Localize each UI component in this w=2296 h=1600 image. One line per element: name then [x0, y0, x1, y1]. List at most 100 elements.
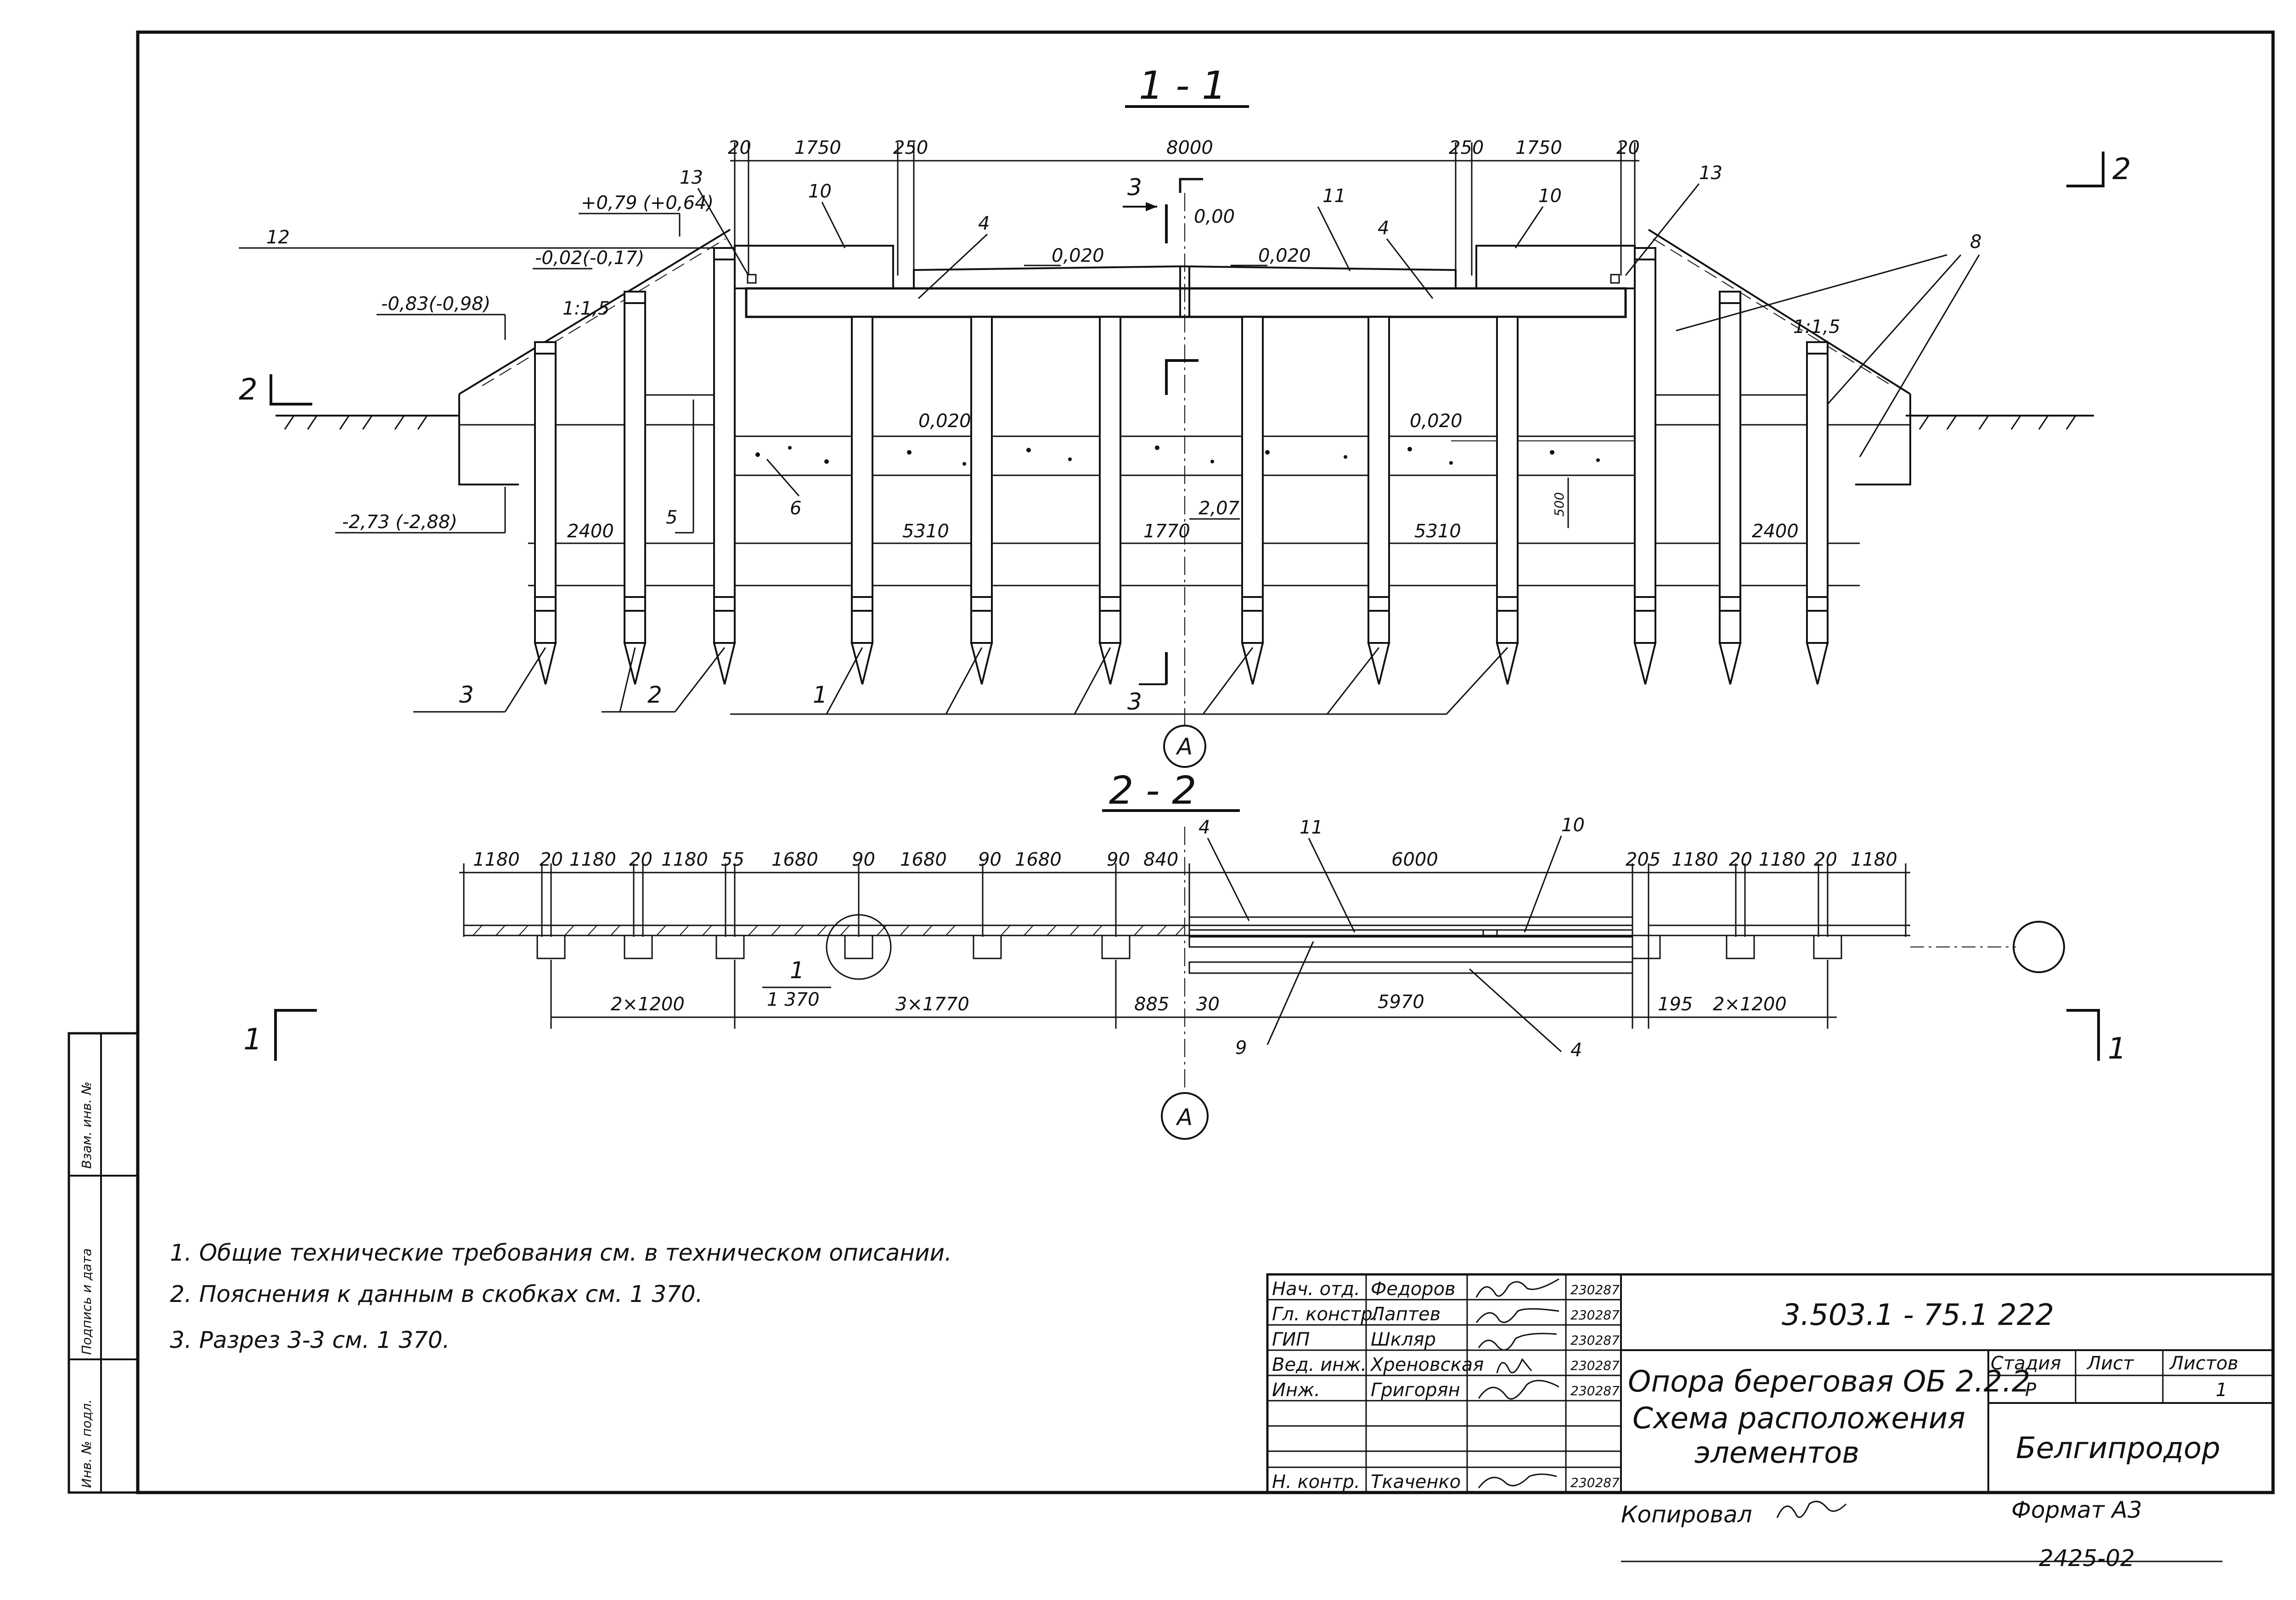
tb-date: 230287 [1570, 1333, 1620, 1348]
elev-273: -2,73 (-2,88) [342, 512, 457, 533]
elev-000: 0,00 [1194, 206, 1235, 227]
tb-sheets: 1 [2216, 1380, 2227, 1401]
callout2-4-bottom: 4 [1570, 1040, 1582, 1061]
callout-5: 5 [666, 507, 677, 528]
tb-doc-code: 3.503.1 - 75.1 222 [1782, 1298, 2054, 1332]
dim-text: 1750 [1515, 137, 1562, 158]
deck-slab [913, 265, 1457, 288]
side-strip: Инв. № подл. Подпись и дата Взам. инв. № [68, 1032, 139, 1494]
tb-role: Инж. [1272, 1380, 1320, 1401]
dim2-text: 90 [1107, 849, 1130, 870]
section-1-marker-left: 1 [243, 1023, 262, 1057]
slab-11 [1188, 929, 1498, 936]
slope-left [458, 229, 731, 395]
tb-date: 230287 [1570, 1383, 1620, 1398]
dim2-text: 1680 [1015, 849, 1062, 870]
tb-name: Федоров [1371, 1279, 1456, 1300]
side-label-inv: Инв. № подл. [79, 1399, 94, 1488]
dim2-text: 1680 [771, 849, 818, 870]
dim2-bottom: 3×1770 [895, 994, 969, 1015]
section-3-marker-top: 3 [1127, 174, 1142, 201]
section-3-marker-bottom: 3 [1127, 688, 1142, 715]
dim2-text: 20 [1814, 849, 1837, 870]
note-1: 1. Общие технические требования см. в те… [170, 1239, 952, 1266]
tb-role: ГИП [1272, 1329, 1310, 1350]
notes: 1. Общие технические требования см. в те… [170, 1239, 952, 1353]
tb-sheets-header: Листов [2169, 1353, 2238, 1374]
callout-13-right: 13 [1699, 163, 1722, 184]
dim2-text: 20 [1729, 849, 1752, 870]
callout-3: 3 [459, 682, 474, 708]
callout-4-left: 4 [978, 213, 990, 234]
callout-1: 1 [813, 682, 827, 708]
axis-a-marker-top [1163, 725, 1206, 768]
tb-date: 230287 [1570, 1282, 1620, 1297]
tb-role: Н. контр. [1272, 1471, 1360, 1493]
span-dim: 2400 [567, 521, 614, 542]
slope-right-label: 1:1,5 [1793, 316, 1840, 338]
axis-a-marker-bottom [1161, 1092, 1209, 1140]
elev-079: +0,79 (+0,64) [581, 192, 714, 214]
elev-083: -0,83(-0,98) [381, 293, 490, 315]
tb-role: Вед. инж. [1272, 1354, 1367, 1375]
callout-12: 12 [266, 227, 290, 248]
signatures [1475, 1278, 1559, 1488]
section-1-1: 1 - 1 20 1750 250 8000 250 1750 20 [239, 63, 2131, 768]
dim2-text: 1180 [1851, 849, 1897, 870]
slope-left-label: 1:1,5 [563, 298, 610, 319]
dim2-text: 1180 [661, 849, 708, 870]
dim2-bottom: 2×1200 [1713, 994, 1787, 1015]
dim2-text: 90 [852, 849, 875, 870]
note-3: 3. Разрез 3-3 см. 1 370. [170, 1327, 450, 1353]
callout-8: 8 [1970, 231, 1981, 253]
dim2-bottom: 195 [1658, 994, 1693, 1015]
tb-org: Белгипродор [2016, 1431, 2220, 1465]
wing-left [458, 394, 519, 485]
tb-title-1: Опора береговая ОБ 2.2.2 [1628, 1365, 2030, 1399]
callout2-11: 11 [1300, 817, 1323, 838]
callout2-4-top: 4 [1199, 817, 1210, 838]
callout-10-right: 10 [1538, 186, 1562, 207]
callout-6: 6 [790, 498, 801, 519]
slab-10 [1482, 929, 1633, 936]
tb-title-3: элементов [1694, 1436, 1859, 1470]
elev-207: 2,07 [1199, 498, 1240, 519]
dim2-bottom: 30 [1196, 994, 1220, 1015]
dim2-text: 1180 [1671, 849, 1718, 870]
elev-002: -0,02(-0,17) [535, 248, 644, 269]
tb-name: Григорян [1371, 1380, 1460, 1401]
dim2-text: 1680 [900, 849, 947, 870]
slope-right [1648, 229, 1911, 395]
side-label-replace: Взам. инв. № [79, 1082, 94, 1169]
span-dim: 1770 [1143, 521, 1190, 542]
slope-cushion-right: 0,020 [1410, 411, 1463, 432]
title-block: Нач. отд. Гл. констр. ГИП Вед. инж. Инж.… [1266, 1273, 2274, 1494]
tb-date: 230287 [1570, 1475, 1620, 1490]
dim-text: 20 [1616, 137, 1640, 158]
tb-sheet-header: Лист [2086, 1353, 2134, 1374]
tb-name: Ткаченко [1371, 1471, 1461, 1493]
tb-stage: Р [2025, 1380, 2037, 1401]
dim-text: 250 [1449, 137, 1484, 158]
note-2: 2. Пояснения к данным в скобках см. 1 37… [170, 1281, 703, 1307]
dim2-bottom: 2×1200 [611, 994, 685, 1015]
dim2-text: 840 [1143, 849, 1178, 870]
dim2-text: 20 [629, 849, 653, 870]
footer: Копировал Формат А3 2425-02 [1621, 1497, 2223, 1572]
transition-slab-left [734, 245, 894, 289]
footer-copied: Копировал [1621, 1501, 1752, 1528]
dim-text: 1750 [794, 137, 841, 158]
dim2-text: 1180 [473, 849, 520, 870]
slope-deck-right: 0,020 [1258, 245, 1311, 266]
callout2-10: 10 [1561, 815, 1585, 836]
dim-text: 250 [893, 137, 928, 158]
callout-2: 2 [647, 682, 662, 708]
side-label-sign: Подпись и дата [79, 1248, 94, 1355]
tb-name: Шкляр [1371, 1329, 1436, 1350]
tb-stage-header: Стадия [1991, 1353, 2061, 1374]
slab-4-lower [1188, 961, 1633, 974]
section-2-2: 2 - 2 1180 20 1180 20 1180 [243, 768, 2127, 1140]
dim-text: 20 [728, 137, 751, 158]
slab-9 [1188, 936, 1633, 948]
